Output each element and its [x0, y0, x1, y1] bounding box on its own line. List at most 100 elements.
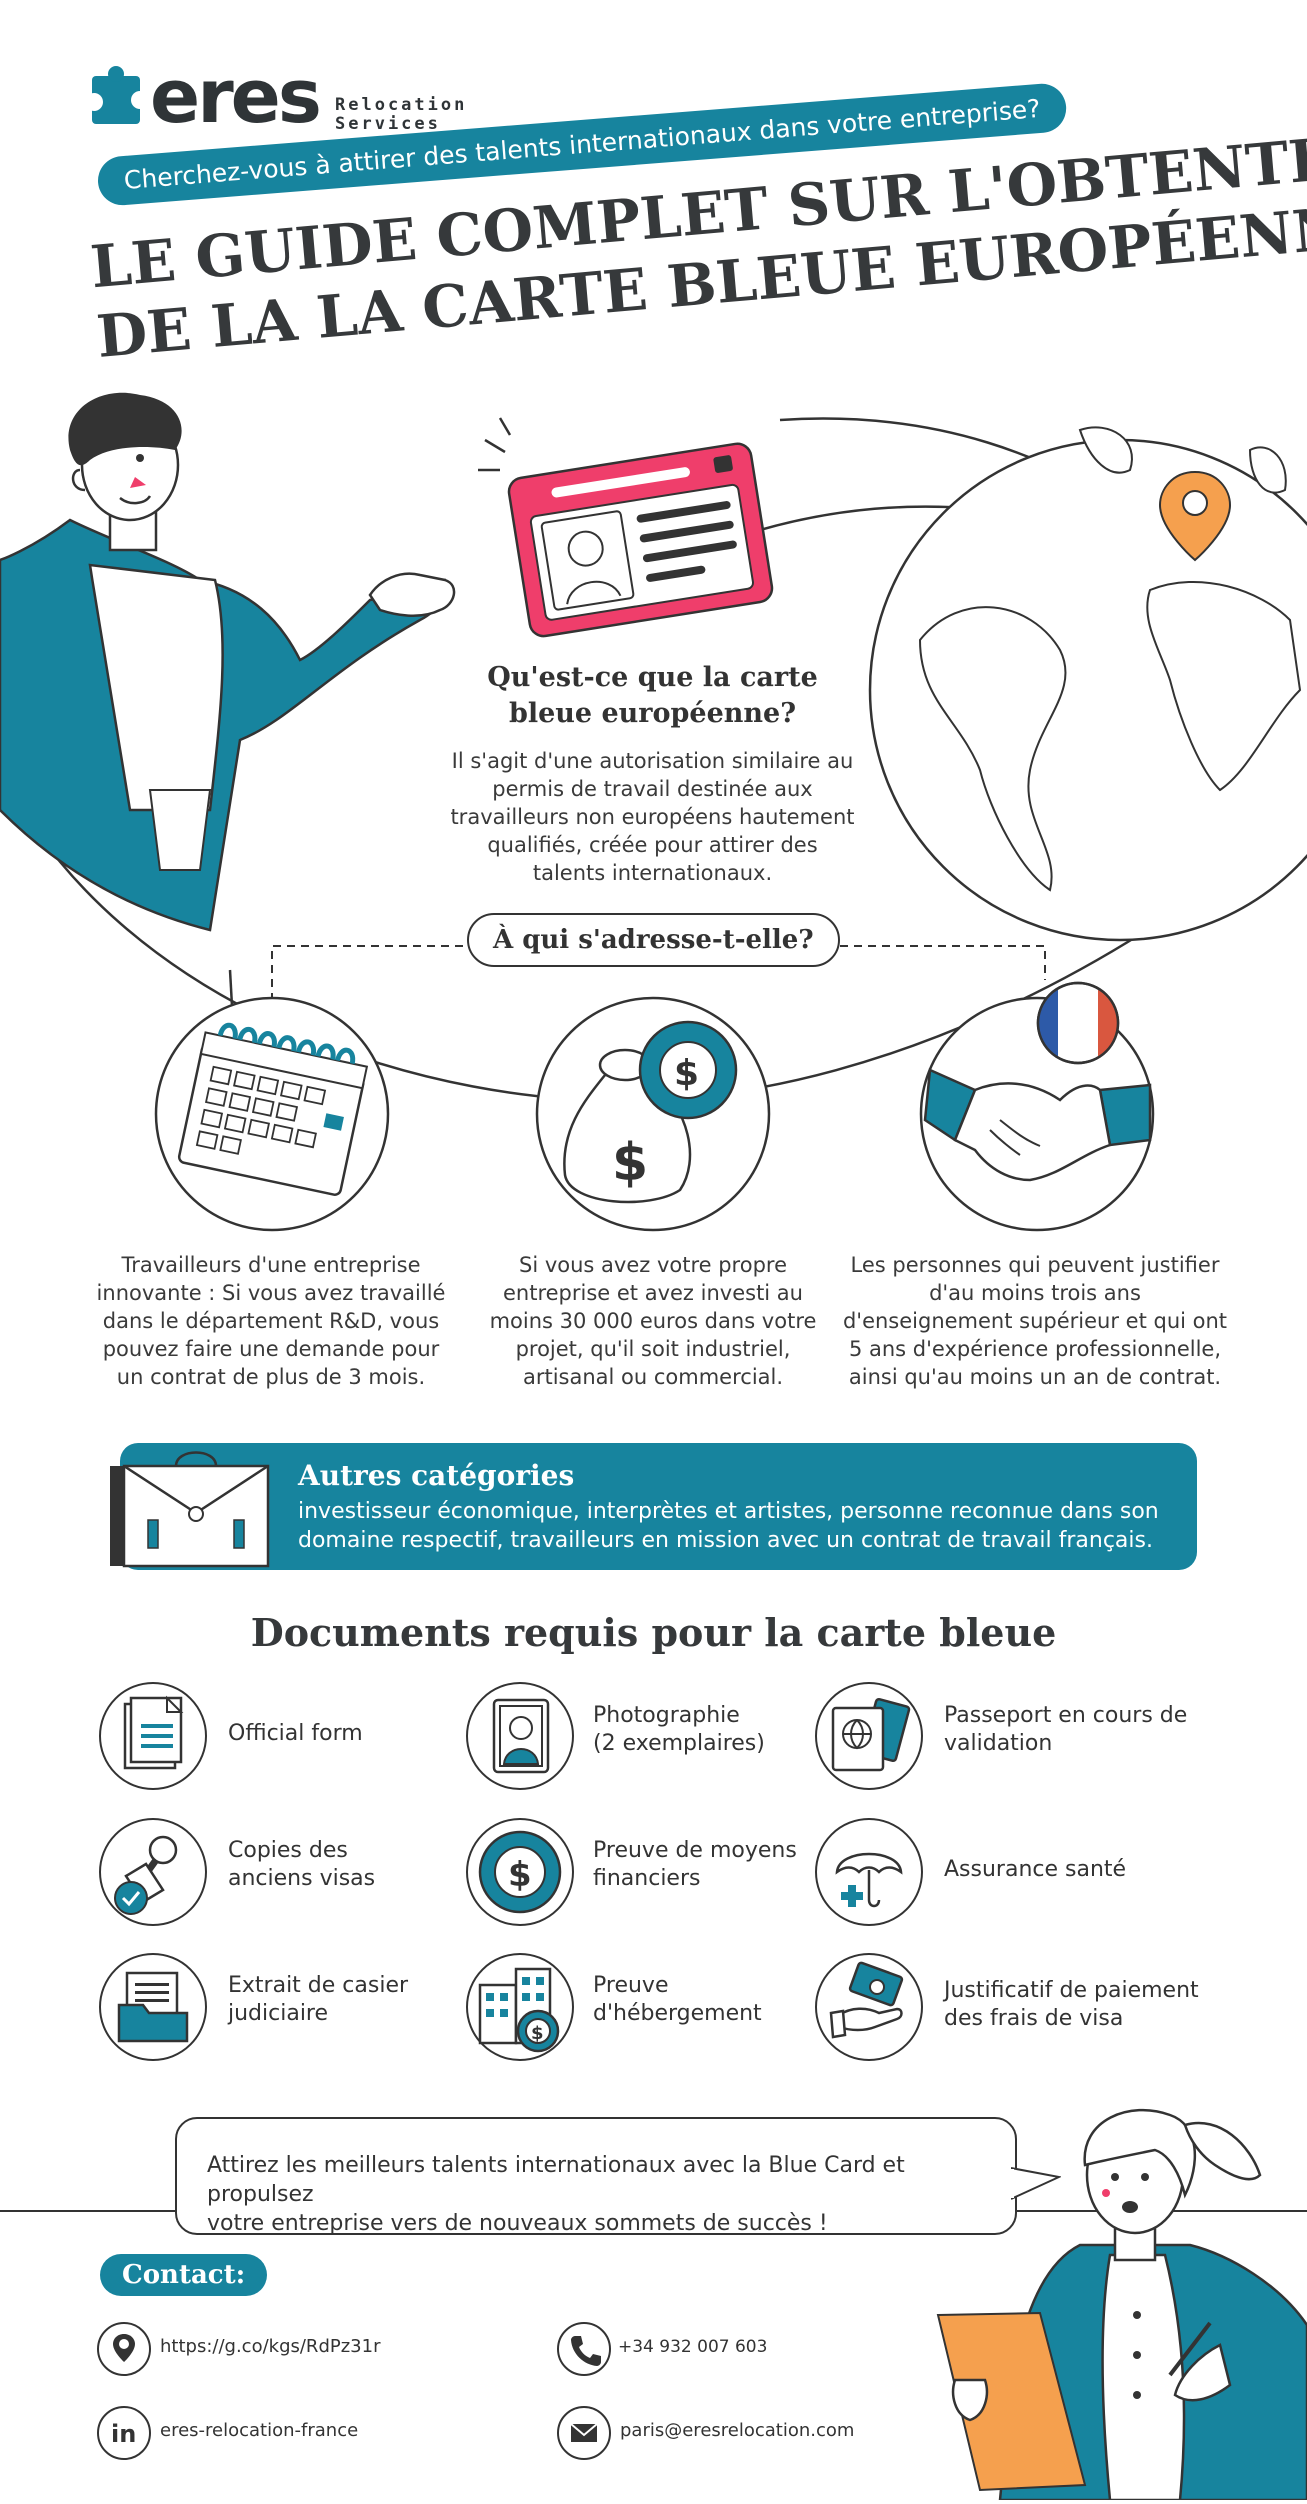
doc-label: Official form — [228, 1720, 363, 1748]
category-line: ainsi qu'au moins un an de contrat. — [848, 1365, 1222, 1389]
logo-sub-services: Services — [335, 114, 441, 134]
folder-icon — [117, 1971, 189, 2043]
email-address[interactable]: paris@eresrelocation.com — [620, 2420, 855, 2441]
payment-icon — [829, 1961, 904, 2039]
france-flag-icon — [1036, 981, 1120, 1065]
doc-label-line: Preuve de moyens — [593, 1838, 797, 1863]
category-line: Les personnes qui peuvent justifier — [850, 1253, 1220, 1277]
doc-icon-circle — [466, 1682, 574, 1790]
map-pin-icon — [1158, 470, 1232, 562]
svg-text:in: in — [111, 2420, 136, 2448]
documents-title: Documents requis pour la carte bleue — [250, 1610, 1057, 1655]
doc-label-line: Justificatif de paiement — [944, 1978, 1199, 2003]
category-line: un contrat de plus de 3 mois. — [116, 1365, 426, 1389]
speech-bubble: Attirez les meilleurs talents internatio… — [175, 2117, 1017, 2236]
stamp-icon — [114, 1835, 178, 1915]
blue-card-icon — [507, 442, 774, 638]
map-link-icon-wrap[interactable] — [97, 2322, 151, 2376]
doc-label-line: judiciaire — [228, 2001, 329, 2026]
doc-label-line: des frais de visa — [944, 2006, 1124, 2031]
what-is-line: travailleurs non européens hautement — [450, 805, 855, 829]
category-line: projet, qu'il soit industriel, — [515, 1337, 791, 1361]
category-line: artisanal ou commercial. — [522, 1365, 784, 1389]
logo: eres Relocation Services — [92, 54, 492, 142]
phone-icon — [571, 2336, 601, 2366]
doc-icon-circle — [815, 1818, 923, 1926]
passport-icon — [831, 1697, 911, 1772]
category-line: innovante : Si vous avez travaillé — [96, 1281, 446, 1305]
handshake-icon — [919, 996, 1155, 1232]
doc-icon-circle — [815, 1953, 923, 2061]
what-is-line: Il s'agit d'une autorisation similaire a… — [451, 749, 854, 773]
calendar-icon — [154, 996, 390, 1232]
what-is-line: talents internationaux. — [532, 861, 773, 885]
coin-icon: $ — [478, 1830, 562, 1914]
category-line: entreprise et avez investi au — [503, 1281, 803, 1305]
phone-icon-wrap[interactable] — [557, 2322, 611, 2376]
puzzle-logo-icon — [92, 66, 144, 124]
doc-label-line: (2 exemplaires) — [593, 1731, 765, 1756]
doc-label-line: validation — [944, 1731, 1053, 1756]
category-line: d'enseignement supérieur et qui ont — [842, 1309, 1228, 1333]
doc-icon-circle — [99, 1818, 207, 1926]
category-text-2: Si vous avez votre propre entreprise et … — [467, 1251, 839, 1391]
location-pin-icon — [113, 2334, 135, 2362]
doc-label: Passeport en cours de validation — [944, 1702, 1187, 1758]
phone-number[interactable]: +34 932 007 603 — [618, 2337, 768, 2357]
category-line: Travailleurs d'une entreprise — [121, 1253, 421, 1277]
doc-label-line: Preuve — [593, 1973, 669, 1998]
doc-label-line: Photographie — [593, 1703, 740, 1728]
doc-label: Justificatif de paiement des frais de vi… — [944, 1977, 1199, 2033]
linkedin-icon: in — [111, 2420, 136, 2448]
category-line: d'au moins trois ans — [929, 1281, 1141, 1305]
what-is-description: Il s'agit d'une autorisation similaire a… — [430, 747, 875, 887]
doc-label-line: anciens visas — [228, 1866, 376, 1891]
envelope-icon — [570, 2423, 598, 2442]
doc-icon-circle — [815, 1682, 923, 1790]
speech-bubble-line-1: Attirez les meilleurs talents internatio… — [207, 2153, 905, 2207]
svg-text:$: $ — [531, 2023, 544, 2044]
category-line: pouvez faire une demande pour — [102, 1337, 440, 1361]
doc-label-line: Passeport en cours de — [944, 1703, 1188, 1728]
briefcase-icon — [110, 1451, 270, 1568]
doc-label: Assurance santé — [944, 1856, 1126, 1884]
email-icon-wrap[interactable] — [557, 2406, 611, 2460]
businesswoman-illustration — [936, 2108, 1307, 2500]
linkedin-icon-wrap[interactable]: in — [97, 2406, 151, 2460]
doc-icon-circle — [99, 1953, 207, 2061]
category-line: dans le département R&D, vous — [102, 1309, 440, 1333]
doc-label-line: d'hébergement — [593, 2001, 762, 2026]
speech-bubble-line-2: votre entreprise vers de nouveaux sommet… — [207, 2211, 828, 2236]
photo-icon — [492, 1698, 550, 1774]
umbrella-icon — [835, 1852, 903, 1908]
what-is-line: permis de travail destinée aux — [492, 777, 813, 801]
category-icons: $ $ — [154, 981, 1155, 1232]
who-title: À qui s'adresse-t-elle? — [467, 913, 840, 967]
what-is-title-line-1: Qu'est-ce que la carte — [487, 662, 818, 693]
globe-icon — [868, 426, 1307, 942]
category-line: 5 ans d'expérience professionnelle, — [848, 1337, 1222, 1361]
doc-label-line: Copies des — [228, 1838, 348, 1863]
category-line: moins 30 000 euros dans votre — [489, 1309, 817, 1333]
logo-sub-relocation: Relocation — [335, 95, 468, 115]
doc-label: Photographie (2 exemplaires) — [593, 1702, 765, 1758]
doc-label-line: financiers — [593, 1866, 701, 1891]
contact-title: Contact: — [100, 2254, 268, 2296]
doc-label: Preuve d'hébergement — [593, 1972, 762, 2028]
linkedin-handle[interactable]: eres-relocation-france — [160, 2420, 359, 2441]
other-categories-box: Autres catégories investisseur économiqu… — [120, 1443, 1197, 1570]
businessman-illustration — [0, 392, 456, 1150]
category-text-1: Travailleurs d'une entreprise innovante … — [85, 1251, 457, 1391]
svg-text:$: $ — [612, 1133, 648, 1193]
doc-icon-circle: $ — [466, 1953, 574, 2061]
category-text-3: Les personnes qui peuvent justifier d'au… — [835, 1251, 1235, 1391]
svg-text:$: $ — [674, 1053, 699, 1094]
money-bag-icon: $ $ — [535, 996, 771, 1232]
other-categories-line-1: investisseur économique, interprètes et … — [298, 1499, 1159, 1524]
building-icon: $ — [478, 1967, 560, 2053]
doc-label-line: Official form — [228, 1721, 363, 1746]
logo-word: eres — [150, 54, 322, 140]
map-link[interactable]: https://g.co/kgs/RdPz31r — [160, 2336, 381, 2357]
what-is-title: Qu'est-ce que la carte bleue européenne? — [450, 660, 855, 732]
doc-label: Extrait de casier judiciaire — [228, 1972, 408, 2028]
